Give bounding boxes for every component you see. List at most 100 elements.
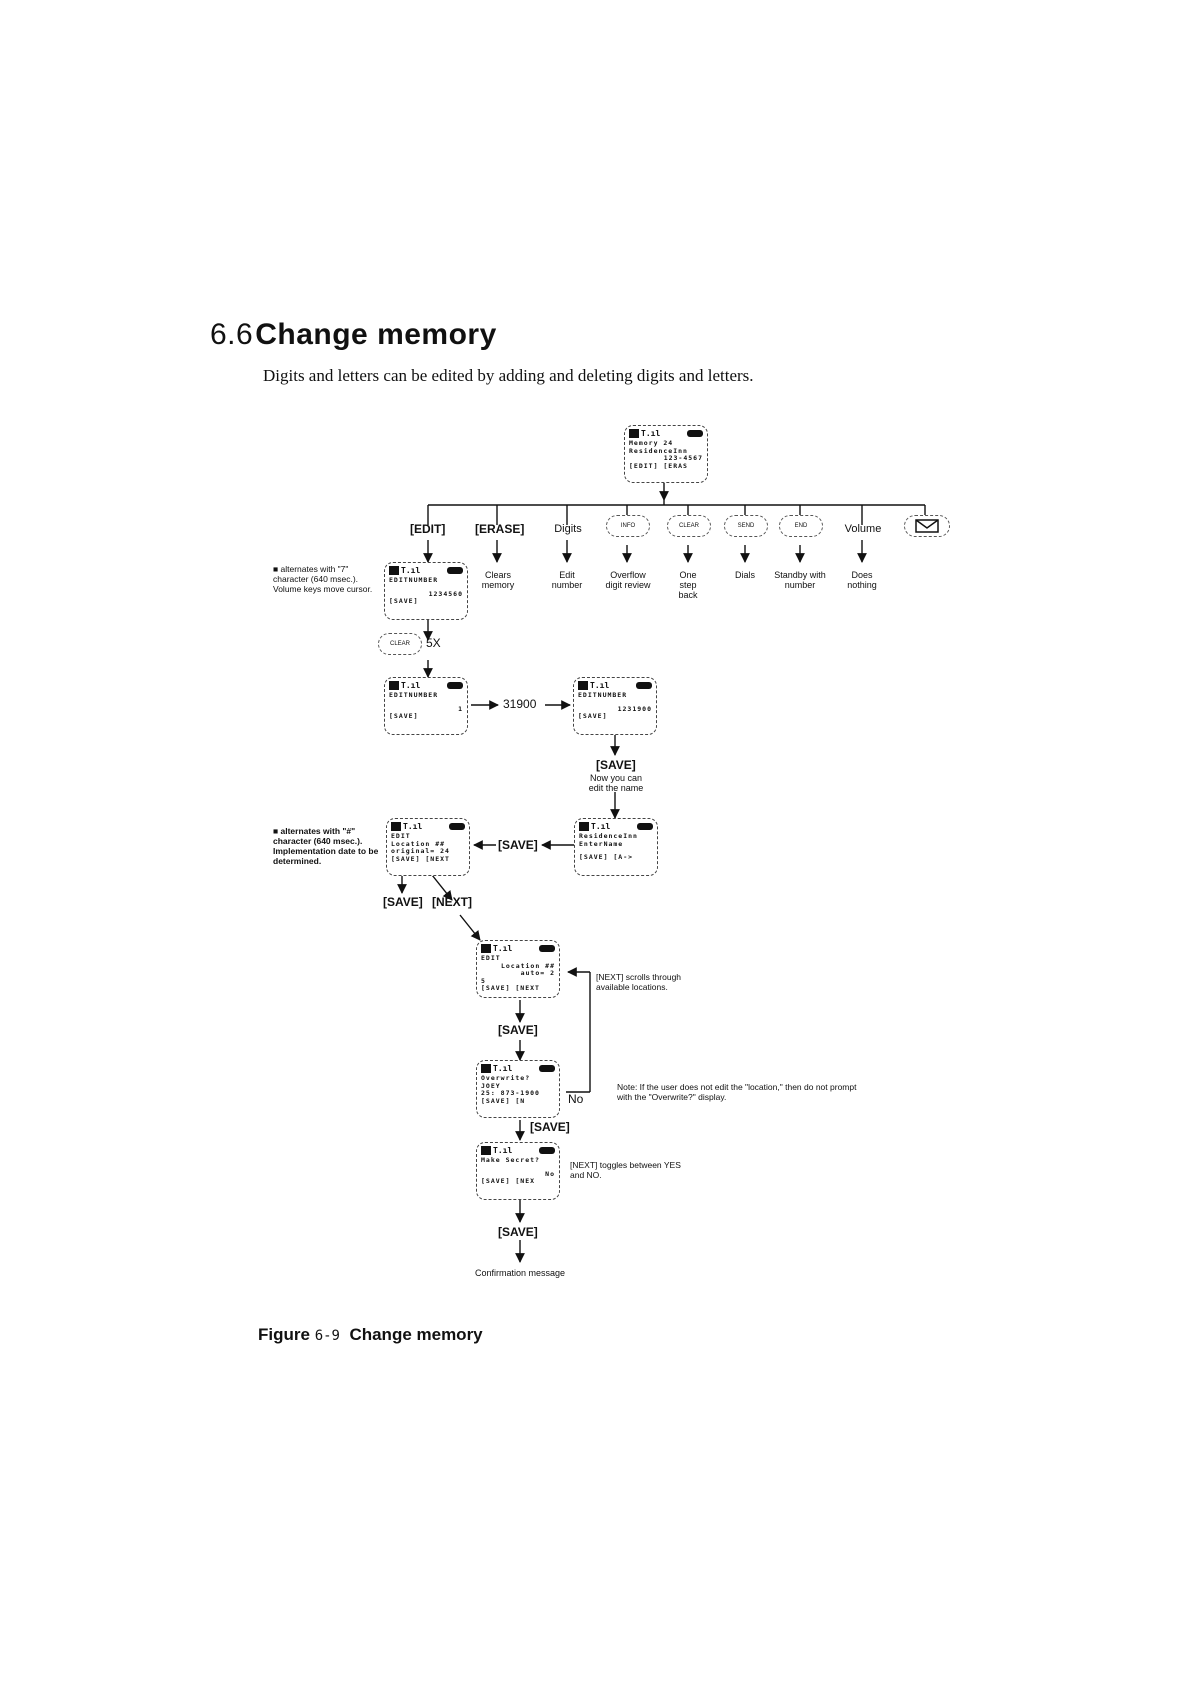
result-info: Overflow digit review (605, 570, 651, 590)
screen-softkeys: [SAVE] [NEXT (391, 854, 450, 863)
battery-icon (636, 682, 652, 689)
signal-bars-icon: T.ıl (401, 566, 421, 575)
result-digits: Edit number (551, 570, 583, 590)
screen-line: auto= 2 (520, 969, 555, 977)
save-softkey: [SAVE] (596, 758, 636, 772)
message-key (904, 515, 950, 537)
save-softkey: [SAVE] (383, 895, 423, 909)
note-alternate-7: ■ alternates with "7" character (640 mse… (273, 564, 373, 594)
phone-screen-enter-name: T.ıl ResidenceInn EnterName [SAVE] [A-> (574, 818, 658, 876)
screen-line: 1 (458, 704, 463, 713)
signal-bars-icon: T.ıl (493, 944, 513, 953)
section-heading: 6.6Change memory (210, 318, 497, 352)
signal-bars-icon: T.ıl (493, 1064, 513, 1073)
screen-line: original= 24 (391, 847, 450, 855)
screen-line: Memory 24 (629, 439, 674, 447)
screen-softkeys: [EDIT] [ERAS (629, 461, 688, 470)
signal-bars-icon: T.ıl (403, 822, 423, 831)
note-overwrite: Note: If the user does not edit the "loc… (617, 1082, 857, 1102)
battery-icon (447, 682, 463, 689)
battery-icon (539, 945, 555, 952)
phone-screen-overwrite: T.ıl Overwrite? JOEY 25: 873-1900 [SAVE]… (476, 1060, 560, 1118)
clear-key: CLEAR (378, 633, 422, 655)
screen-line: EDIT (391, 832, 411, 840)
note-next-toggles: [NEXT] toggles between YES and NO. (570, 1160, 681, 1180)
result-end: Standby with number (774, 570, 826, 590)
phone-screen-make-secret: T.ıl Make Secret? No [SAVE] [NEX (476, 1142, 560, 1200)
screen-softkeys: [SAVE] (578, 712, 608, 720)
screen-softkeys: [SAVE] (389, 712, 419, 720)
screen-line: JOEY (481, 1081, 501, 1090)
result-clear: One step back (678, 570, 698, 600)
screen-line: 25: 873-1900 (481, 1089, 540, 1097)
edit-softkey: [EDIT] (410, 522, 446, 536)
signal-icon (389, 566, 399, 575)
signal-icon (629, 429, 639, 438)
screen-line: Make Secret? (481, 1156, 540, 1164)
screen-softkeys: [SAVE] [NEXT (481, 984, 540, 992)
intro-text: Digits and letters can be edited by addi… (263, 366, 754, 385)
signal-icon (391, 822, 401, 831)
figure-caption: Figure 6-9 Change memory (258, 1325, 483, 1345)
signal-bars-icon: T.ıl (591, 822, 611, 831)
result-send: Dials (734, 570, 755, 580)
note-next-scrolls: [NEXT] scrolls through available locatio… (596, 972, 682, 992)
send-key: SEND (724, 515, 768, 537)
phone-screen-edit-number-cleared: T.ıl EDITNUMBER 1 [SAVE] (384, 677, 468, 735)
screen-line: ResidenceInn (629, 446, 688, 455)
result-erase: Clears memory (481, 570, 515, 590)
screen-line: Overwrite? (481, 1074, 531, 1082)
screen-softkeys: [SAVE] (389, 597, 419, 605)
signal-icon (578, 681, 588, 690)
info-key: INFO (606, 515, 650, 537)
note-alternate-hash: ■ alternates with "#" character (640 mse… (273, 826, 379, 866)
signal-icon (579, 822, 589, 831)
end-key: END (779, 515, 823, 537)
signal-icon (481, 1146, 491, 1155)
screen-softkeys: [SAVE] [N (481, 1096, 526, 1105)
save-softkey: [SAVE] (498, 1225, 538, 1239)
phone-screen-memory: T.ıl Memory 24 ResidenceInn 123-4567 [ED… (624, 425, 708, 483)
confirmation-message: Confirmation message (474, 1268, 566, 1278)
battery-icon (539, 1147, 555, 1154)
battery-icon (449, 823, 465, 830)
battery-icon (637, 823, 653, 830)
section-number: 6.6 (210, 318, 254, 351)
battery-icon (539, 1065, 555, 1072)
result-volume: Does nothing (847, 570, 877, 590)
screen-line: ResidenceInn (579, 832, 638, 840)
phone-screen-edit-number-entered: T.ıl EDITNUMBER 1231900 [SAVE] (573, 677, 657, 735)
screen-line: 123-4567 (663, 454, 703, 462)
erase-softkey: [ERASE] (475, 522, 525, 536)
signal-bars-icon: T.ıl (401, 681, 421, 690)
phone-screen-location-auto: T.ıl EDIT Location ## auto= 2 5 [SAVE] [… (476, 940, 560, 998)
figure-label: Figure (258, 1325, 310, 1344)
signal-bars-icon: T.ıl (493, 1146, 513, 1155)
screen-line: 1234560 (428, 589, 463, 598)
save-softkey: [SAVE] (530, 1120, 570, 1134)
digits-label: Digits (554, 523, 582, 535)
signal-bars-icon: T.ıl (641, 429, 661, 438)
screen-line: Location ## (391, 839, 446, 848)
phone-screen-location-original: T.ıl EDIT Location ## original= 24 [SAVE… (386, 818, 470, 876)
screen-line: EDITNUMBER (389, 576, 439, 584)
signal-icon (389, 681, 399, 690)
repeat-count: 5X (426, 636, 441, 650)
figure-number: 6-9 (314, 1328, 340, 1344)
screen-line: Location ## (500, 961, 555, 970)
screen-line: EnterName (579, 839, 624, 848)
save-softkey: [SAVE] (498, 838, 538, 852)
clear-key: CLEAR (667, 515, 711, 537)
figure-title: Change memory (349, 1325, 483, 1344)
screen-line: EDITNUMBER (578, 691, 628, 699)
entered-digits: 31900 (503, 697, 537, 711)
no-option: No (568, 1092, 584, 1106)
screen-line: EDITNUMBER (389, 691, 439, 699)
volume-label: Volume (844, 523, 882, 535)
battery-icon (447, 567, 463, 574)
signal-icon (481, 944, 491, 953)
envelope-icon (915, 519, 939, 533)
section-title: Change memory (255, 318, 497, 351)
save-softkey: [SAVE] (498, 1023, 538, 1037)
